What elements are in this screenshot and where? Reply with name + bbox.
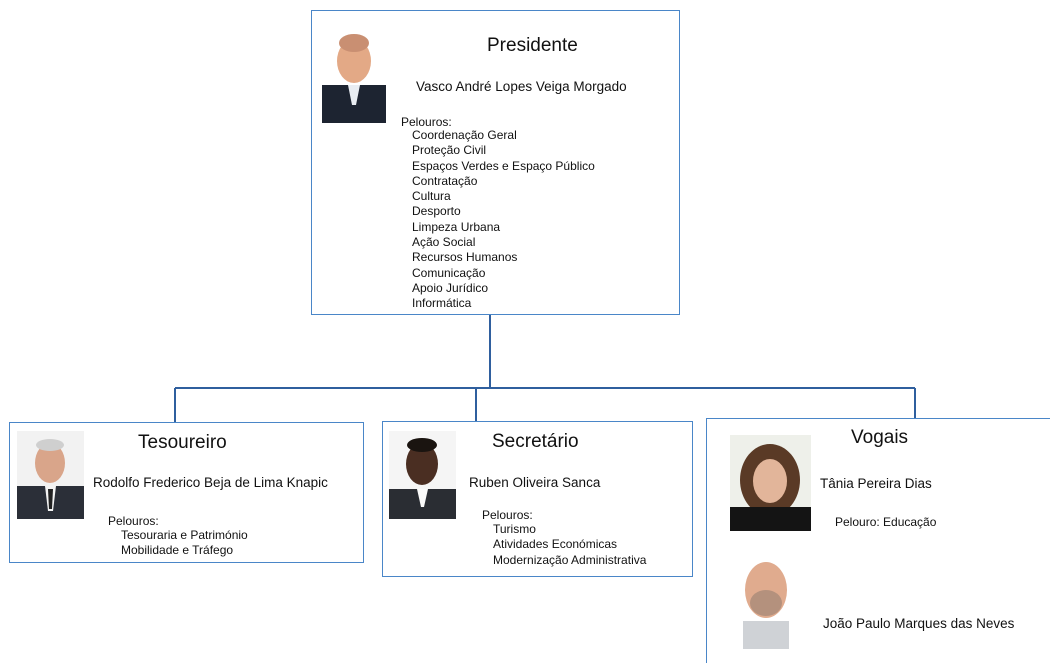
- list-item: Modernização Administrativa: [493, 552, 647, 567]
- vogais-member2-name: João Paulo Marques das Neves: [823, 616, 1015, 631]
- list-item: Atividades Económicas: [493, 537, 618, 552]
- list-item: Espaços Verdes e Espaço Público: [412, 158, 595, 173]
- treasurer-pelouros-list: Tesouraria e Património Mobilidade e Trá…: [121, 528, 248, 559]
- president-photo: [322, 25, 386, 123]
- treasurer-photo: [17, 431, 84, 519]
- secretary-pelouros-list: Turismo Atividades Económicas Modernizaç…: [493, 522, 646, 568]
- list-item: Ação Social: [412, 235, 476, 250]
- person-photo-icon: [17, 439, 84, 519]
- list-item: Apoio Jurídico: [412, 280, 489, 295]
- list-item: Coordenação Geral: [412, 128, 517, 142]
- list-item: Comunicação: [412, 265, 486, 280]
- vogais-member2-photo: [735, 545, 797, 649]
- person-photo-icon: [735, 545, 797, 649]
- list-item: Desporto: [412, 204, 461, 219]
- president-role: Presidente: [487, 35, 578, 56]
- vogais-member1-name: Tânia Pereira Dias: [820, 476, 932, 491]
- person-photo-icon: [389, 438, 456, 519]
- secretary-pelouros-label: Pelouros:: [482, 508, 533, 522]
- treasurer-name: Rodolfo Frederico Beja de Lima Knapic: [93, 475, 328, 490]
- list-item: Tesouraria e Património: [121, 528, 248, 542]
- vogais-member1-pelouro: Pelouro: Educação: [835, 515, 937, 529]
- list-item: Cultura: [412, 189, 451, 204]
- secretary-box: Secretário Ruben Oliveira Sanca Pelouros…: [382, 421, 693, 577]
- list-item: Mobilidade e Tráfego: [121, 543, 234, 558]
- list-item: Proteção Civil: [412, 143, 487, 158]
- president-pelouros-label: Pelouros:: [401, 115, 452, 129]
- treasurer-role: Tesoureiro: [138, 432, 227, 453]
- person-photo-icon: [322, 34, 386, 123]
- secretary-role: Secretário: [492, 431, 579, 452]
- president-pelouros-list: Coordenação Geral Proteção Civil Espaços…: [412, 128, 595, 312]
- treasurer-pelouros-label: Pelouros:: [108, 514, 159, 528]
- treasurer-box: Tesoureiro Rodolfo Frederico Beja de Lim…: [9, 422, 364, 563]
- vogais-box: Vogais Tânia Pereira Dias Pelouro: Educa…: [706, 418, 1050, 663]
- list-item: Recursos Humanos: [412, 250, 518, 265]
- list-item: Turismo: [493, 522, 536, 536]
- secretary-photo: [389, 431, 456, 519]
- president-box: Presidente Vasco André Lopes Veiga Morga…: [311, 10, 680, 315]
- vogais-role: Vogais: [851, 427, 909, 448]
- president-name: Vasco André Lopes Veiga Morgado: [416, 79, 627, 94]
- list-item: Contratação: [412, 173, 478, 188]
- person-photo-icon: [730, 435, 811, 531]
- secretary-name: Ruben Oliveira Sanca: [469, 475, 601, 490]
- list-item: Limpeza Urbana: [412, 219, 501, 234]
- vogais-member1-photo: [730, 435, 811, 531]
- list-item: Informática: [412, 296, 472, 311]
